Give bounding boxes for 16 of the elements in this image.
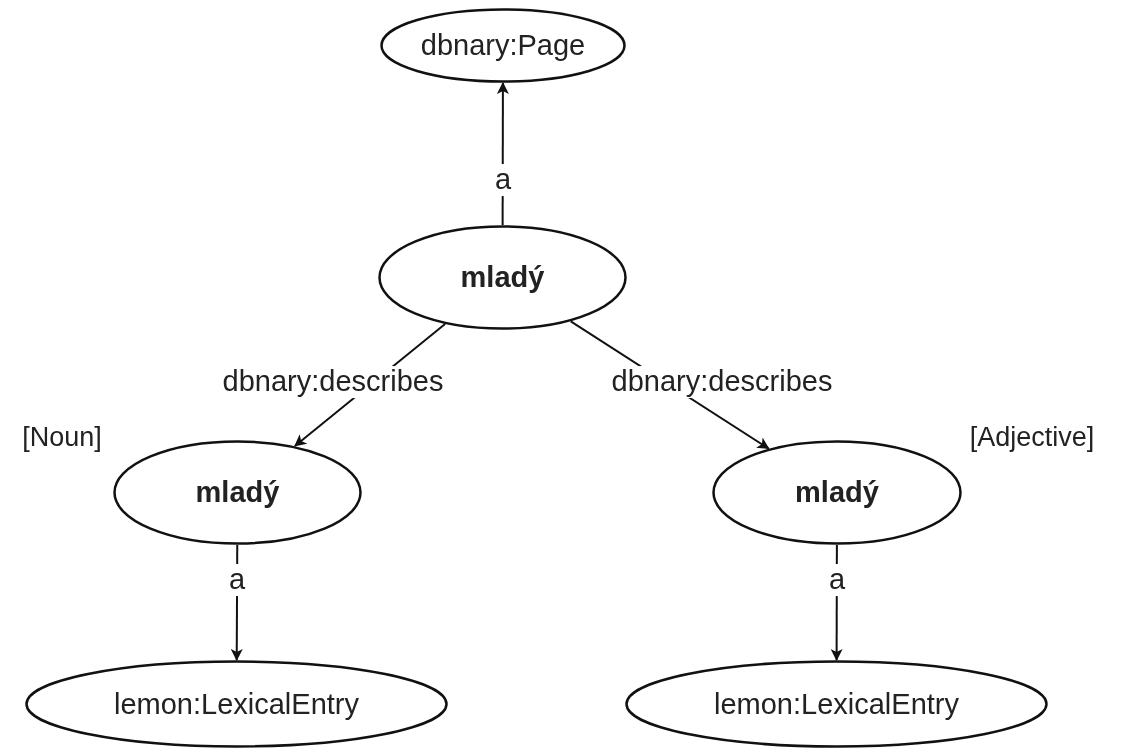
node-label: mladý — [195, 476, 280, 509]
edge-label: dbnary:describes — [220, 366, 446, 398]
node-annotation: [Adjective] — [969, 421, 1095, 453]
node-label: mladý — [795, 476, 879, 509]
node-label: dbnary:Page — [420, 29, 586, 62]
ellipse-node — [378, 225, 627, 330]
ellipse-node — [625, 660, 1048, 748]
ellipse-node — [712, 440, 962, 545]
ellipse-node — [25, 660, 448, 748]
edge-label: dbnary:describes — [609, 366, 835, 398]
node-label: mladý — [460, 261, 545, 294]
ellipse-node — [113, 440, 362, 545]
node-label: lemon:LexicalEntry — [714, 687, 959, 721]
ellipse-node — [380, 8, 626, 83]
node-annotation: [Noun] — [22, 421, 102, 453]
node-label: lemon:LexicalEntry — [114, 687, 359, 721]
